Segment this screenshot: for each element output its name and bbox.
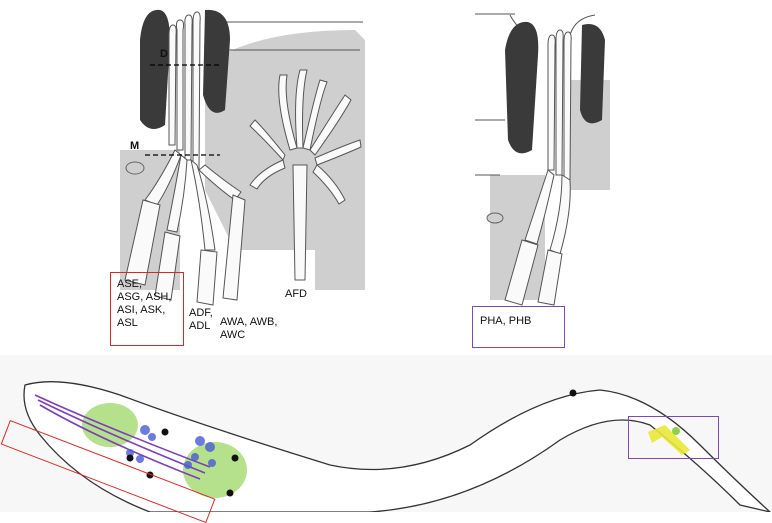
marker-middle-label: M <box>130 140 139 153</box>
phasmid-socket-right <box>580 24 605 123</box>
neuron-group-label-pha-phb: PHA, PHB <box>480 315 531 328</box>
amphid-neuron-highlight-box <box>110 272 184 346</box>
neuron-group-label-afd: AFD <box>285 288 307 301</box>
worm-tail-phasmid-box <box>628 416 719 459</box>
neuron-group-label-adf: ADF, ADL <box>189 307 213 333</box>
amphid-neuron-body <box>197 250 217 305</box>
marker-dendrite-label: D <box>160 48 168 61</box>
phasmid-panel <box>470 0 610 350</box>
phasmid-socket-left <box>505 22 538 153</box>
neuron-group-label-awa: AWA, AWB, AWC <box>220 316 277 342</box>
socket-cell-left <box>140 10 170 129</box>
phasmid-sensilla-drawing <box>470 0 610 350</box>
